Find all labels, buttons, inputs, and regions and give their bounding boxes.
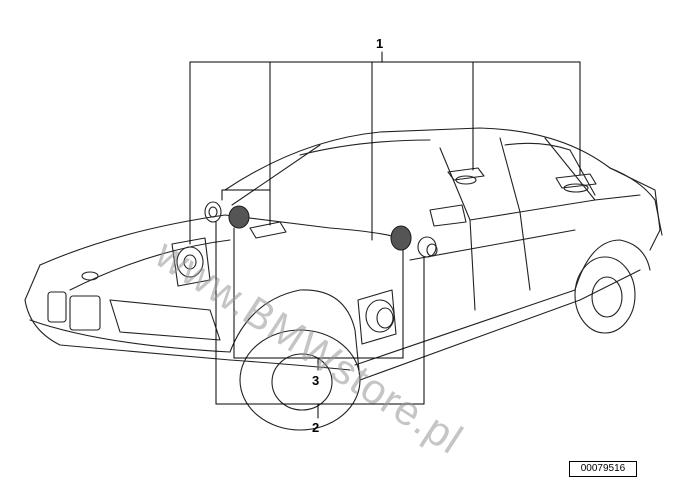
- callout-label-2: 2: [312, 420, 320, 435]
- callout-label-1: 1: [376, 36, 384, 51]
- reference-number: 00079516: [569, 461, 637, 477]
- leader-lines-1: [189, 51, 581, 245]
- speaker-rear-shelf-right: [555, 173, 597, 193]
- speaker-rear-shelf-left: [447, 167, 485, 185]
- leader-lines-3: [233, 227, 404, 371]
- car-outline: [24, 127, 663, 431]
- speaker-tweeter-left: [204, 201, 222, 223]
- speaker-rear-door: [357, 289, 397, 345]
- speaker-front-door-large: [171, 237, 211, 287]
- speaker-center-box: [249, 221, 287, 239]
- callout-label-3: 3: [312, 373, 320, 388]
- leader-lines-2: [215, 221, 425, 419]
- speaker-grille-right: [390, 225, 412, 251]
- speaker-grille-left: [228, 205, 250, 229]
- speaker-tweeter-right: [417, 236, 438, 258]
